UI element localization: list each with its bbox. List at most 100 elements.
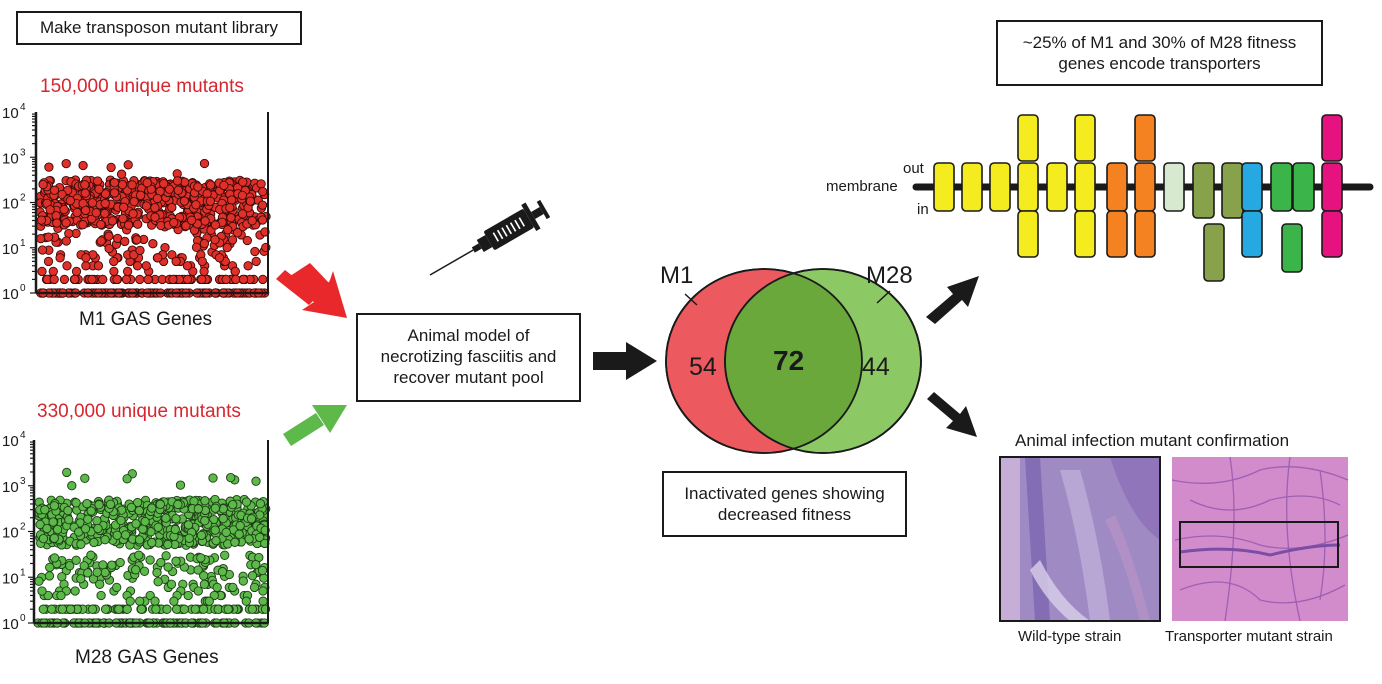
data-point (247, 604, 258, 614)
data-point (132, 235, 142, 245)
data-point (251, 559, 261, 570)
animal-model-box: Animal model of necrotizing fasciitis an… (356, 313, 581, 402)
m28-arrow-shaft (283, 413, 324, 446)
data-point (56, 590, 66, 601)
data-point (181, 221, 191, 231)
data-point (120, 236, 130, 247)
data-point (169, 217, 179, 228)
data-point (171, 556, 181, 566)
transporter-subunit (1134, 210, 1156, 258)
data-point (70, 274, 80, 285)
data-point (71, 498, 81, 508)
data-point (145, 555, 155, 565)
data-point (65, 604, 76, 614)
data-point (235, 521, 245, 531)
data-point (115, 557, 125, 568)
data-point (100, 604, 111, 614)
y-tick-label: 10 (2, 286, 19, 303)
data-point (44, 571, 55, 581)
data-point (87, 274, 97, 285)
transporter-subunit (1074, 210, 1096, 258)
data-point (182, 274, 193, 285)
data-point (238, 576, 248, 586)
data-point (152, 193, 163, 204)
data-point (179, 196, 190, 206)
data-point (49, 553, 60, 563)
data-point (36, 233, 46, 244)
transporter-caption-line-2: genes encode transporters (1058, 54, 1261, 73)
data-point (49, 533, 59, 543)
data-point (72, 207, 82, 218)
venn-overlap-count: 72 (773, 345, 805, 376)
data-point (257, 215, 268, 225)
data-point (150, 203, 160, 213)
data-point (179, 604, 190, 614)
transporter-subunit (1017, 210, 1039, 258)
data-point (172, 176, 183, 186)
y-tick-exponent: 0 (20, 613, 26, 624)
data-point (37, 586, 47, 596)
data-point (70, 586, 80, 596)
data-point (228, 499, 238, 510)
data-point (112, 530, 122, 540)
data-point (173, 185, 183, 195)
transporter-subunit (1134, 162, 1156, 212)
data-point (175, 480, 186, 490)
data-point (123, 160, 133, 170)
data-point (171, 256, 181, 267)
transporter-subunit (1321, 114, 1343, 162)
data-point (71, 266, 82, 277)
data-point (199, 238, 210, 249)
data-point (52, 218, 62, 228)
data-point (151, 604, 161, 614)
data-point (45, 562, 55, 573)
data-point (129, 196, 139, 207)
data-point (80, 188, 90, 198)
transporter-diagram (912, 114, 1374, 282)
transporter-subunit (1292, 162, 1315, 212)
data-point (95, 579, 105, 589)
data-point (96, 590, 106, 601)
data-point (34, 576, 44, 586)
data-point (109, 188, 120, 198)
data-point (234, 529, 244, 539)
highlight-box (1179, 521, 1339, 568)
data-point (46, 604, 57, 614)
y-tick-label: 10 (2, 525, 19, 542)
y-tick-label: 10 (2, 241, 19, 258)
data-point (167, 250, 177, 260)
transporter-subunit (1203, 223, 1225, 282)
data-point (92, 176, 103, 186)
data-point (78, 160, 88, 171)
data-point (193, 565, 203, 575)
m1-xlabel: M1 GAS Genes (79, 309, 213, 330)
data-point (35, 519, 45, 530)
membrane-in-label: in (917, 201, 929, 218)
transporter-subunit (1241, 210, 1263, 258)
data-point (199, 158, 210, 169)
data-point (155, 499, 165, 510)
data-point (122, 604, 132, 614)
confirmation-title: Animal infection mutant confirmation (1015, 431, 1290, 450)
data-point (255, 532, 265, 543)
data-point (242, 235, 252, 246)
y-tick-label: 10 (2, 570, 19, 587)
data-point (89, 537, 99, 548)
data-point (117, 179, 128, 190)
data-point (104, 231, 114, 241)
venn-caption-line-1: Inactivated genes showing (684, 484, 885, 503)
venn-m1-pointer (684, 293, 698, 306)
data-point (208, 473, 218, 483)
data-point (167, 202, 177, 213)
m28-xlabel: M28 GAS Genes (75, 647, 219, 668)
arrow-to-confirmation (927, 392, 977, 437)
data-point (131, 565, 141, 575)
data-point (107, 560, 117, 570)
data-point (112, 274, 122, 285)
transporter-subunit (1192, 162, 1215, 219)
transporter-subunit (1074, 114, 1096, 162)
data-point (65, 195, 75, 206)
data-point (86, 550, 96, 560)
venn-m28-pointer (876, 290, 891, 304)
